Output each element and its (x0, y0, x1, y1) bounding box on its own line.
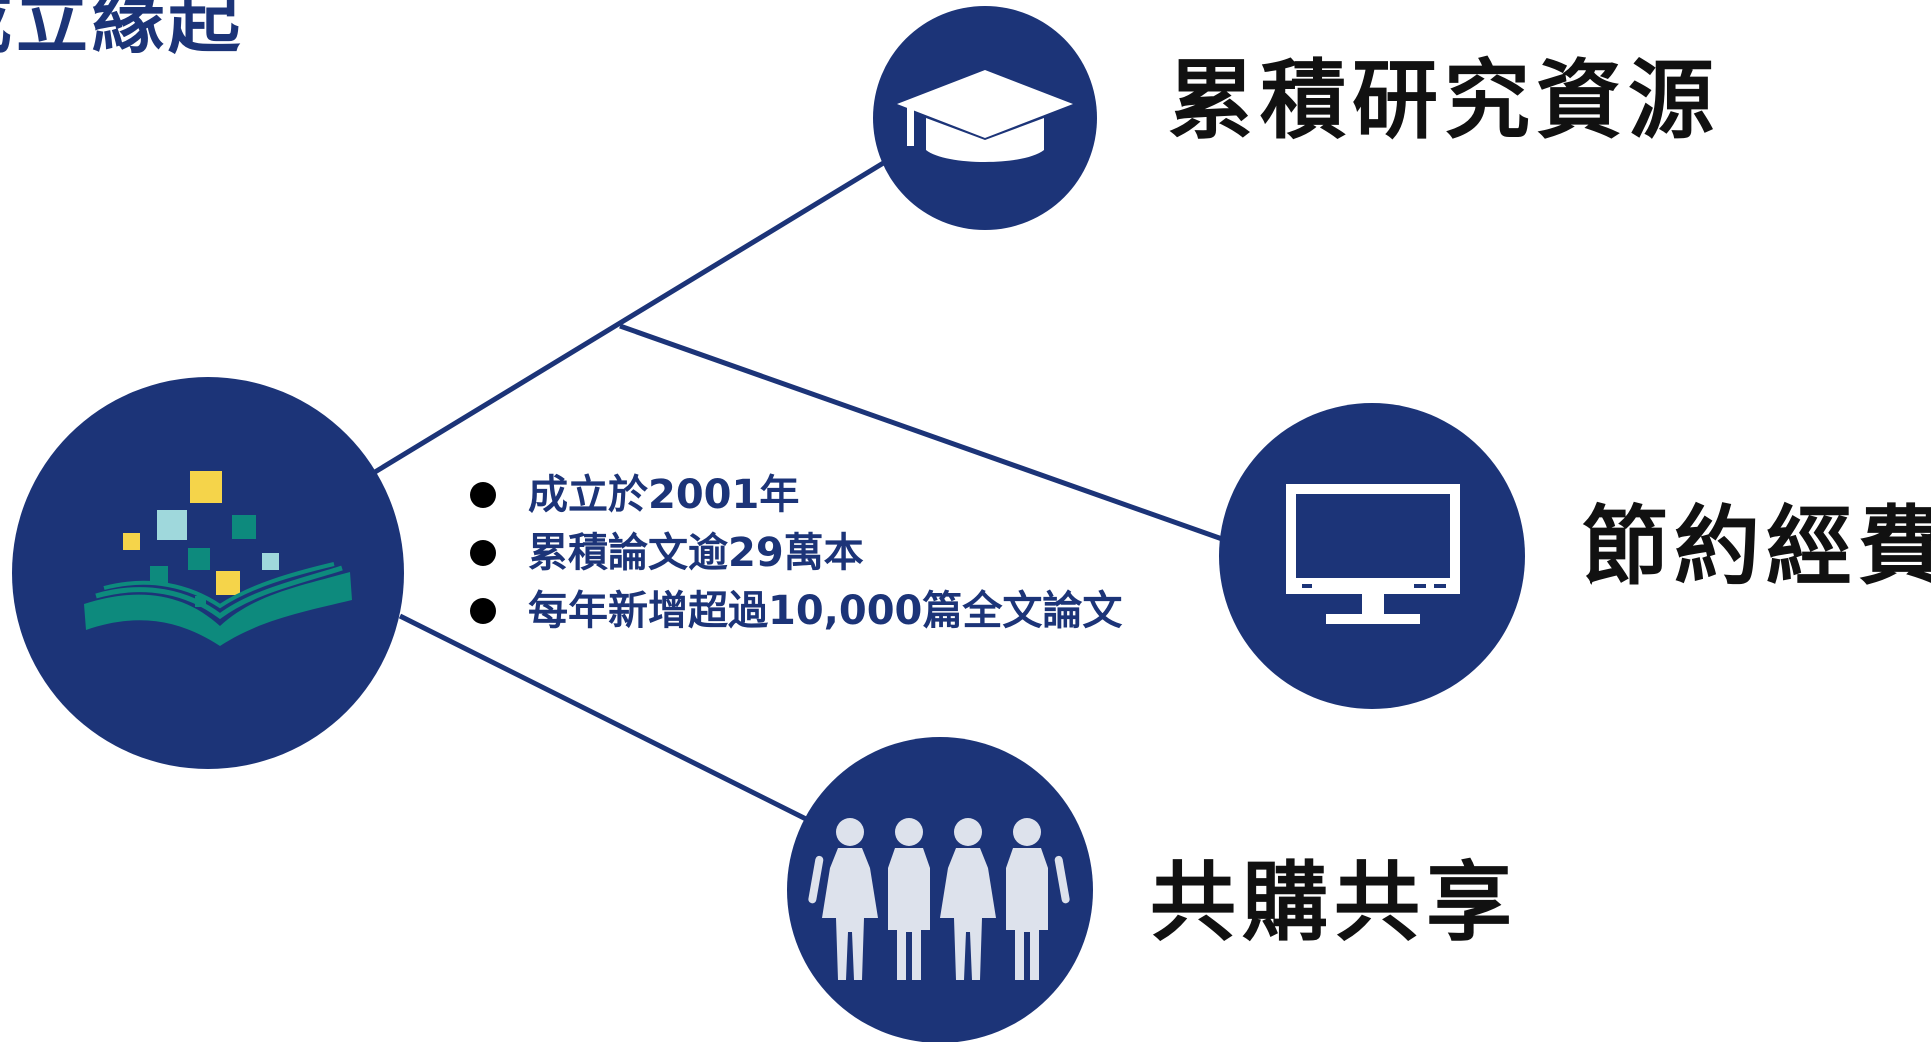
graduation-cap-icon (897, 70, 1073, 162)
hub-bullet-list: 成立於2001年 累積論文逾29萬本 每年新增超過10,000篇全文論文 (470, 466, 1122, 640)
branch-node-sharing (787, 737, 1093, 1042)
monitor-icon (1286, 484, 1460, 624)
page-title: 成立緣起 (0, 0, 245, 63)
branch-label-budget: 節約經費 (1582, 497, 1931, 597)
connector-branch-to-budget (619, 323, 1226, 543)
hub-bullet-accumulated: 累積論文逾29萬本 (470, 524, 1122, 582)
hub-bullet-founded: 成立於2001年 (470, 466, 1122, 524)
branch-node-research (873, 6, 1097, 230)
people-group-icon (808, 818, 1070, 980)
open-book-pixels-icon (84, 471, 352, 646)
connector-hub-to-research (373, 159, 887, 475)
branch-node-budget (1219, 403, 1525, 709)
branch-label-research: 累積研究資源 (1168, 51, 1720, 151)
hub-bullet-annual: 每年新增超過10,000篇全文論文 (470, 582, 1122, 640)
branch-label-sharing: 共購共享 (1150, 853, 1518, 953)
connector-lines (373, 159, 1226, 823)
connector-hub-to-sharing (398, 613, 810, 823)
hub-node (12, 377, 404, 769)
hub-circle (12, 377, 404, 769)
